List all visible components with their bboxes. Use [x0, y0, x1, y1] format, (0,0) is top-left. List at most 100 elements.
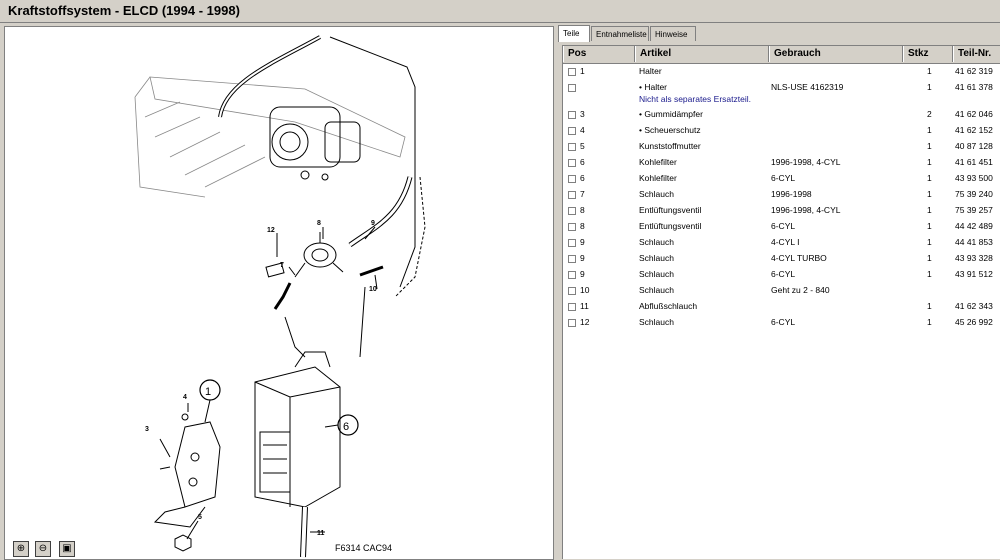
row-checkbox[interactable] — [568, 303, 576, 311]
upper-hose — [218, 35, 321, 118]
column-teil-nr[interactable]: Teil-Nr. — [953, 46, 1000, 62]
row-checkbox[interactable] — [568, 127, 576, 135]
row-checkbox[interactable] — [568, 143, 576, 151]
cell-pos: 3 — [580, 109, 585, 119]
cell-teil-nr: 41 61 451 — [955, 157, 993, 167]
fit-icon: ▣ — [62, 543, 72, 554]
cell-gebrauch: 1996-1998 — [771, 189, 812, 199]
row-checkbox[interactable] — [568, 319, 576, 327]
column-pos[interactable]: Pos — [563, 46, 635, 62]
label-5: 5 — [198, 514, 202, 521]
row-checkbox[interactable] — [568, 175, 576, 183]
row-checkbox[interactable] — [568, 84, 576, 92]
diagram-pane[interactable]: 1 6 12 8 9 7 10 4 3 5 11 F6314 CAC94 ⊕ ⊖… — [4, 26, 554, 560]
cell-pos: 4 — [580, 125, 585, 135]
cell-teil-nr: 40 87 128 — [955, 141, 993, 151]
row-checkbox[interactable] — [568, 207, 576, 215]
cell-gebrauch: 1996-1998, 4-CYL — [771, 157, 841, 167]
cell-gebrauch: NLS-USE 4162319 — [771, 82, 844, 92]
cell-pos: 12 — [580, 317, 590, 327]
cell-teil-nr: 43 93 328 — [955, 253, 993, 263]
row-checkbox[interactable] — [568, 111, 576, 119]
cell-pos: 9 — [580, 237, 585, 247]
label-11: 11 — [317, 530, 325, 537]
cell-stkz: 1 — [927, 189, 932, 199]
cell-stkz: 1 — [927, 221, 932, 231]
cell-artikel: • Scheuerschutz — [639, 125, 701, 135]
tab-entnahmeliste[interactable]: Entnahmeliste — [591, 26, 649, 41]
callout-1-label: 1 — [205, 386, 211, 398]
cell-stkz: 1 — [927, 157, 932, 167]
row-checkbox[interactable] — [568, 159, 576, 167]
cell-teil-nr: 43 93 500 — [955, 173, 993, 183]
row-checkbox[interactable] — [568, 223, 576, 231]
table-row[interactable]: 7 Schlauch 1996-1998 1 75 39 240 — [563, 187, 1000, 203]
cell-pos: 1 — [580, 66, 585, 76]
cell-note: Nicht als separates Ersatzteil. — [639, 94, 751, 104]
row-checkbox[interactable] — [568, 271, 576, 279]
cell-teil-nr: 75 39 257 — [955, 205, 993, 215]
nut-5 — [174, 534, 192, 552]
fit-button[interactable]: ▣ — [59, 541, 75, 557]
cell-gebrauch: 6-CYL — [771, 173, 796, 183]
cell-stkz: 1 — [927, 141, 932, 151]
row-checkbox[interactable] — [568, 68, 576, 76]
cell-stkz: 1 — [927, 317, 932, 327]
tab-hinweise[interactable]: Hinweise — [650, 26, 696, 41]
cell-teil-nr: 44 42 489 — [955, 221, 993, 231]
zoom-in-icon: ⊕ — [16, 543, 26, 554]
cell-gebrauch: 4-CYL I — [771, 237, 800, 247]
callout-6-label: 6 — [343, 421, 349, 433]
cell-stkz: 1 — [927, 301, 932, 311]
cell-artikel: Schlauch — [639, 253, 674, 263]
cell-teil-nr: 43 91 512 — [955, 269, 993, 279]
cell-pos: 10 — [580, 285, 590, 295]
cell-teil-nr: 45 26 992 — [955, 317, 993, 327]
hose-9 — [348, 176, 413, 248]
label-12: 12 — [267, 227, 275, 234]
tab-teile[interactable]: Teile — [558, 25, 590, 42]
cell-pos: 9 — [580, 269, 585, 279]
row-checkbox[interactable] — [568, 287, 576, 295]
zoom-in-button[interactable]: ⊕ — [13, 541, 29, 557]
label-8: 8 — [317, 220, 321, 227]
cell-teil-nr: 75 39 240 — [955, 189, 993, 199]
cell-gebrauch: 6-CYL — [771, 317, 796, 327]
cell-teil-nr: 41 62 343 — [955, 301, 993, 311]
column-stkz[interactable]: Stkz — [903, 46, 953, 62]
cell-teil-nr: 41 61 378 — [955, 82, 993, 92]
cell-artikel: • Halter — [639, 82, 668, 92]
cell-artikel: Schlauch — [639, 189, 674, 199]
cell-stkz: 1 — [927, 82, 932, 92]
cell-pos: 7 — [580, 189, 585, 199]
row-checkbox[interactable] — [568, 191, 576, 199]
column-artikel[interactable]: Artikel — [635, 46, 769, 62]
cell-pos: 8 — [580, 221, 585, 231]
cell-stkz: 1 — [927, 173, 932, 183]
cell-pos: 5 — [580, 141, 585, 151]
cell-teil-nr: 44 41 853 — [955, 237, 993, 247]
row-checkbox[interactable] — [568, 239, 576, 247]
cell-pos: 11 — [580, 301, 589, 311]
label-10: 10 — [369, 286, 377, 293]
row-checkbox[interactable] — [568, 255, 576, 263]
zoom-out-button[interactable]: ⊖ — [35, 541, 51, 557]
column-gebrauch[interactable]: Gebrauch — [769, 46, 903, 62]
cell-pos: 8 — [580, 205, 585, 215]
